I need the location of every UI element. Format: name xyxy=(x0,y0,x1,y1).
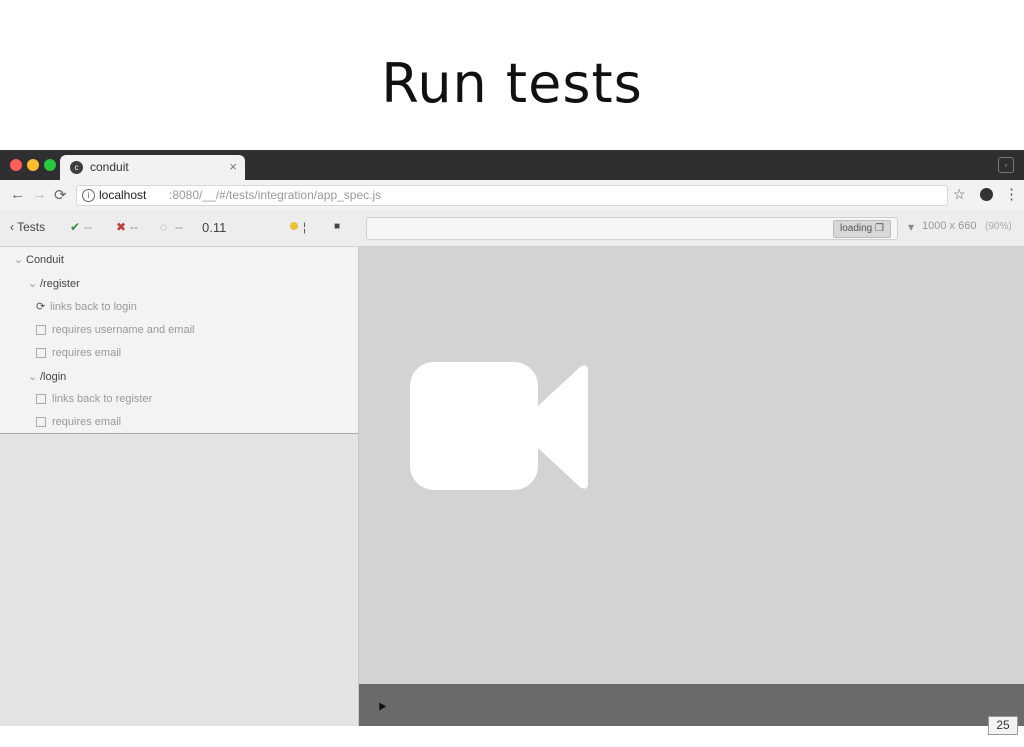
collapse-caret-icon[interactable]: ⌄ xyxy=(14,254,24,266)
forward-button[interactable]: → xyxy=(32,186,47,203)
maximize-window-button[interactable] xyxy=(44,159,56,171)
collapse-caret-icon[interactable]: ⌄ xyxy=(28,371,38,383)
loading-indicator: loading ❐ xyxy=(832,220,891,238)
test-label: requires username and email xyxy=(52,324,195,336)
viewport-size[interactable]: 1000 x 660 xyxy=(922,220,977,232)
group-label: /login xyxy=(40,371,67,383)
conduit-favicon-icon: c xyxy=(70,161,83,174)
url-path: :8080/__/#/tests/integration/app_spec.js xyxy=(169,188,382,202)
viewport-scale: (90%) xyxy=(985,221,1012,232)
address-bar[interactable]: i localhost :8080/__/#/tests/integration… xyxy=(76,185,948,206)
suite-row[interactable]: ⌄Conduit xyxy=(14,253,64,266)
test-row[interactable]: requires username and email xyxy=(36,324,194,336)
bookmark-star-icon[interactable]: ☆ xyxy=(953,186,966,202)
address-toolbar: ← → ⟳ i localhost :8080/__/#/tests/integ… xyxy=(0,180,1024,211)
test-label: links back to login xyxy=(50,301,137,313)
group-row-register[interactable]: ⌄/register xyxy=(28,277,80,290)
pending-box-icon xyxy=(36,394,46,405)
aut-url-bar: loading ❐ xyxy=(366,217,898,240)
minimize-window-button[interactable] xyxy=(27,159,39,171)
pending-box-icon xyxy=(36,417,46,428)
auto-scroll-indicator-icon[interactable] xyxy=(290,222,298,230)
collapse-caret-icon[interactable]: ⌄ xyxy=(28,278,38,290)
running-spinner-icon: ⟳ xyxy=(36,301,46,313)
url-host: localhost xyxy=(99,188,147,202)
tab-label: conduit xyxy=(90,160,129,174)
pending-circle-icon: ◌ xyxy=(160,220,168,234)
reporter-sidebar: ⌄Conduit ⌄/register ⟳links back to login… xyxy=(0,247,359,726)
user-profile-icon[interactable]: ◦ xyxy=(998,157,1014,173)
test-row[interactable]: requires email xyxy=(36,416,121,428)
pending-box-icon xyxy=(36,325,46,336)
test-label: requires email xyxy=(52,416,122,428)
back-button[interactable]: ← xyxy=(10,186,25,203)
auto-scroll-bar-icon[interactable]: ¦ xyxy=(303,220,307,234)
slide-title: Run tests xyxy=(381,52,643,115)
command-log-bar xyxy=(359,684,1024,726)
test-row[interactable]: links back to register xyxy=(36,393,152,405)
pending-box-icon xyxy=(36,348,46,359)
info-icon[interactable]: i xyxy=(82,189,95,202)
tests-back-button[interactable]: ‹ Tests xyxy=(10,220,46,234)
extension-icon[interactable] xyxy=(980,188,993,201)
failed-count: -- xyxy=(130,220,138,234)
mouse-cursor-icon xyxy=(375,700,387,711)
suite-label: Conduit xyxy=(26,254,64,266)
stop-button[interactable]: ■ xyxy=(334,221,341,232)
browser-menu-icon[interactable]: ⋮ xyxy=(1004,186,1019,203)
close-window-button[interactable] xyxy=(10,159,22,171)
browser-titlebar: c conduit × ◦ xyxy=(0,150,1024,180)
browser-window: c conduit × ◦ ← → ⟳ i localhost :8080/__… xyxy=(0,150,1024,726)
test-runner-header: ‹ Tests ✔ -- ✖ -- ◌ -- 0.11 ¦ ■ loading … xyxy=(0,210,1024,247)
video-camera-icon[interactable] xyxy=(408,362,590,492)
passed-check-icon: ✔ xyxy=(70,220,81,234)
reload-button[interactable]: ⟳ xyxy=(54,187,67,204)
failed-x-icon: ✖ xyxy=(116,220,127,234)
browser-tab[interactable]: c conduit × xyxy=(60,155,245,180)
test-tree: ⌄Conduit ⌄/register ⟳links back to login… xyxy=(0,247,358,434)
viewport-dropdown-icon[interactable]: ▾ xyxy=(908,220,915,234)
loading-text: loading xyxy=(839,223,873,234)
test-row[interactable]: ⟳ links back to login xyxy=(36,300,137,313)
pending-count: -- xyxy=(175,220,183,234)
group-label: /register xyxy=(40,278,80,290)
test-label: links back to register xyxy=(52,393,153,405)
page-number: 25 xyxy=(988,716,1018,735)
test-label: requires email xyxy=(52,347,122,359)
tab-close-icon[interactable]: × xyxy=(229,159,237,174)
test-row[interactable]: requires email xyxy=(36,347,121,359)
run-duration: 0.11 xyxy=(202,220,227,235)
passed-count: -- xyxy=(84,220,92,234)
group-row-login[interactable]: ⌄/login xyxy=(28,370,66,383)
